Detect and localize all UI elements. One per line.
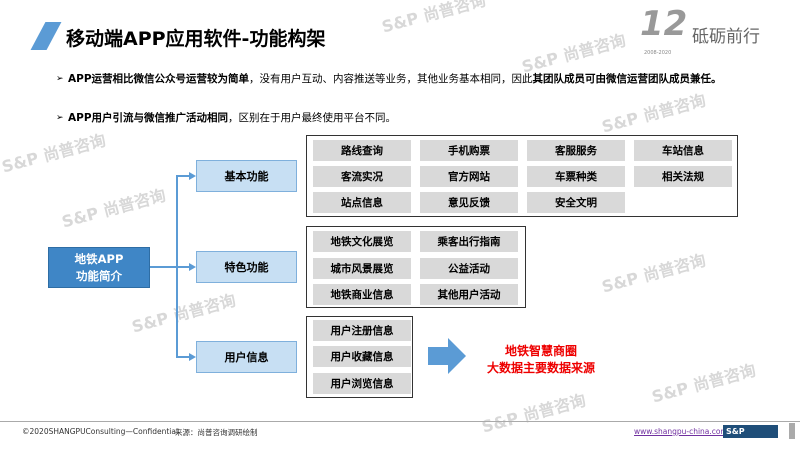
feature-cell: 地铁文化展览: [313, 231, 411, 252]
watermark: S&P 尚普咨询: [379, 0, 488, 37]
feature-cell: 地铁商业信息: [313, 284, 411, 305]
feature-cell: 其他用户活动: [420, 284, 518, 305]
bullet-bold: APP运营相比微信公众号运营较为简单: [68, 73, 250, 85]
title-accent-slash: [30, 22, 62, 50]
arrow-icon: [189, 263, 196, 271]
feature-cell: 车票种类: [527, 166, 625, 187]
root-label: 功能简介: [76, 269, 122, 283]
feature-cell: 手机购票: [420, 140, 518, 161]
anniversary-logo: 12: [640, 4, 688, 44]
watermark: S&P 尚普咨询: [479, 390, 588, 437]
result-line-1: 地铁智慧商圈: [504, 344, 577, 358]
anniversary-years: 2008-2020: [644, 50, 672, 56]
feature-cell: 官方网站: [420, 166, 518, 187]
footer-source: 来源：尚普咨询调研绘制: [175, 428, 258, 437]
feature-cell: 公益活动: [420, 258, 518, 279]
watermark: S&P 尚普咨询: [599, 90, 708, 137]
slogan: 砥砺前行: [692, 27, 760, 47]
bullet-1: ➢ APP运营相比微信公众号运营较为简单，没有用户互动、内容推送等业务，其他业务…: [56, 70, 728, 88]
bullet-arrow-icon: ➢: [56, 74, 64, 84]
result-line-2: 大数据主要数据来源: [486, 361, 595, 375]
feature-cell: 相关法规: [634, 166, 732, 187]
category-featured: 特色功能: [196, 251, 297, 283]
category-user-info: 用户信息: [196, 341, 297, 373]
feature-cell: 城市风景展览: [313, 258, 411, 279]
bullet-text: ，没有用户互动、内容推送等业务，其他业务基本相同，因此: [249, 73, 533, 85]
big-arrow-icon: [428, 338, 466, 374]
category-basic: 基本功能: [196, 160, 297, 192]
bullet-bold: 其团队成员可由微信运营团队成员兼任。: [532, 73, 722, 85]
connector: [177, 266, 190, 268]
feature-cell: 站点信息: [313, 192, 411, 213]
feature-cell: 车站信息: [634, 140, 732, 161]
page-marker: [789, 423, 795, 439]
arrow-icon: [189, 353, 196, 361]
watermark: S&P 尚普咨询: [599, 250, 708, 297]
feature-cell: 路线查询: [313, 140, 411, 161]
connector: [177, 175, 190, 177]
feature-cell: 客流实况: [313, 166, 411, 187]
page-title: 移动端APP应用软件-功能构架: [66, 28, 326, 50]
feature-cell: 安全文明: [527, 192, 625, 213]
connector: [177, 356, 190, 358]
bullet-bold: APP用户引流与微信推广活动相同: [68, 112, 229, 124]
watermark: S&P 尚普咨询: [129, 290, 238, 337]
feature-cell: 客服服务: [527, 140, 625, 161]
footer-url[interactable]: www.shangpu-china.com: [634, 427, 728, 436]
root-label: 地铁APP: [74, 252, 124, 266]
root-node: 地铁APP 功能简介: [48, 247, 150, 288]
bullet-2: ➢ APP用户引流与微信推广活动相同，区别在于用户最终使用平台不同。: [56, 109, 397, 127]
connector: [150, 266, 177, 268]
footer-divider: [0, 421, 800, 422]
watermark: S&P 尚普咨询: [0, 130, 108, 177]
feature-cell: 用户收藏信息: [313, 346, 411, 367]
feature-cell: 用户注册信息: [313, 320, 411, 341]
feature-cell: 乘客出行指南: [420, 231, 518, 252]
watermark: S&P 尚普咨询: [649, 360, 758, 407]
bullet-arrow-icon: ➢: [56, 113, 64, 123]
watermark: S&P 尚普咨询: [59, 185, 168, 232]
bullet-text: ，区别在于用户最终使用平台不同。: [228, 112, 397, 124]
feature-cell: 意见反馈: [420, 192, 518, 213]
feature-cell: 用户浏览信息: [313, 373, 411, 394]
footer-copyright: ©2020SHANGPUConsulting—Confidential: [22, 427, 179, 436]
footer-logo: S&P: [723, 425, 778, 438]
arrow-icon: [189, 172, 196, 180]
